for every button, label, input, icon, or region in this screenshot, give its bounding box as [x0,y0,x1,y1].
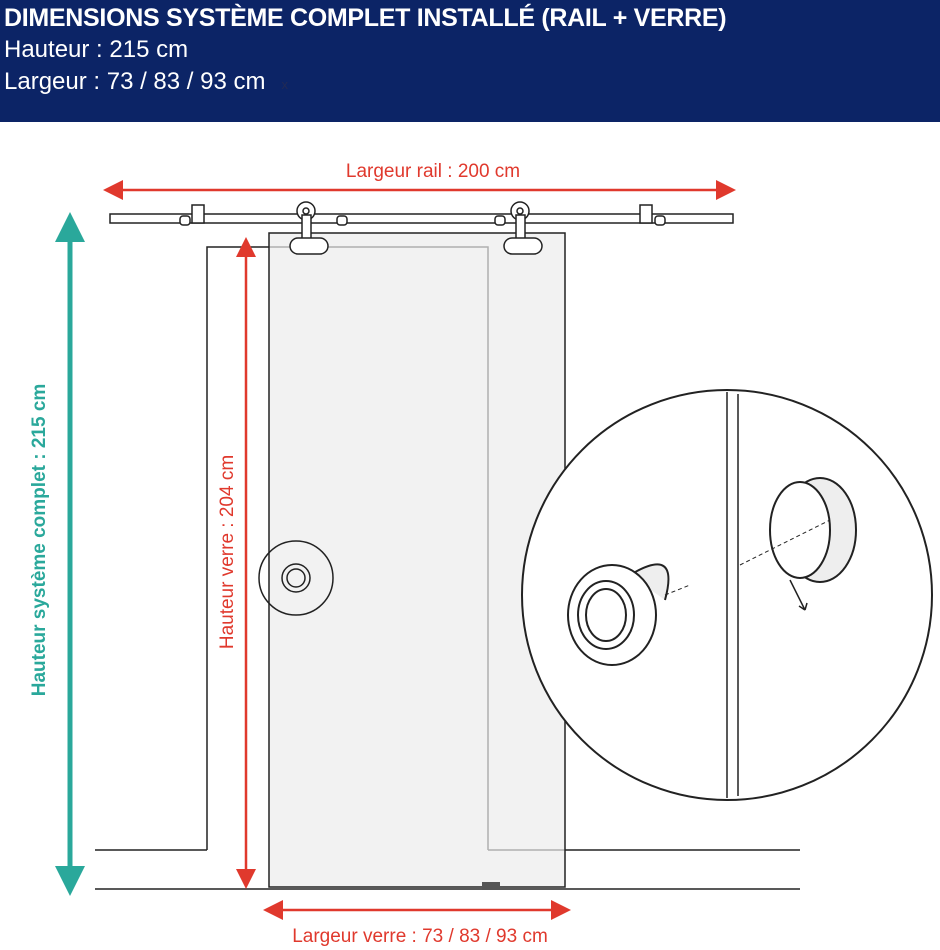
door-handle [258,540,334,616]
handle-detail-zoom [521,389,933,801]
glass-width-label: Largeur verre : 73 / 83 / 93 cm [292,926,548,947]
glass-panel [268,232,566,888]
width-spec: Largeur : 73 / 83 / 93 cm x [4,68,288,96]
glass-height-label: Hauteur verre : 204 cm [217,455,238,649]
small-mark: x [281,77,288,92]
height-spec: Hauteur : 215 cm [4,36,189,63]
rail-width-label: Largeur rail : 200 cm [346,161,520,182]
roller-hanger-left [289,201,329,255]
width-spec-text: Largeur : 73 / 83 / 93 cm [4,68,266,95]
rail [109,204,734,226]
total-height-label: Hauteur système complet : 215 cm [29,384,50,697]
header-title: DIMENSIONS SYSTÈME COMPLET INSTALLÉ (RAI… [4,4,727,32]
floor-guide [482,882,500,890]
roller-hanger-right [503,201,543,255]
header-banner: DIMENSIONS SYSTÈME COMPLET INSTALLÉ (RAI… [0,0,940,122]
